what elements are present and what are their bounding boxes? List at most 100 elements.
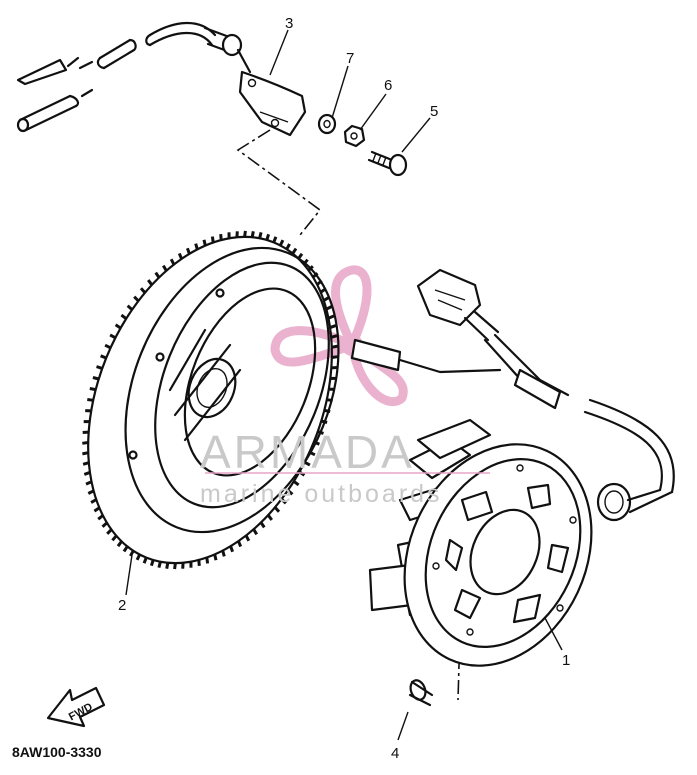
ring-gear-tooth: [109, 333, 117, 340]
ring-gear-tooth: [96, 365, 103, 370]
ring-gear-tooth: [313, 440, 320, 446]
ring-gear-tooth: [139, 287, 147, 294]
ring-gear-tooth: [302, 258, 309, 266]
ring-gear-tooth: [258, 232, 263, 239]
callout-4: 4: [391, 745, 399, 762]
callout-5: 5: [430, 103, 438, 120]
ring-gear-tooth: [303, 460, 311, 467]
ring-gear-tooth: [210, 236, 215, 243]
ring-gear-tooth: [173, 562, 177, 570]
flywheel-2: [82, 230, 340, 570]
watermark-subtitle: marine outboards: [200, 480, 443, 508]
callout-1: 1: [562, 652, 570, 669]
ring-gear-tooth: [147, 279, 154, 286]
ring-gear-tooth: [316, 279, 323, 286]
ring-gear-tooth: [100, 354, 107, 360]
ring-gear-tooth: [292, 480, 300, 487]
ring-gear-tooth: [83, 470, 91, 476]
ring-gear-tooth: [194, 243, 199, 250]
leader-lines: [125, 29, 563, 741]
ring-gear-tooth: [229, 545, 235, 553]
ring-gear-tooth: [286, 489, 294, 496]
ring-gear-tooth: [250, 231, 255, 238]
ring-gear-tooth: [133, 295, 140, 302]
ring-gear-tooth: [307, 265, 314, 272]
ring-gear-tooth: [330, 334, 338, 339]
ring-gear-tooth: [219, 233, 223, 241]
ring-gear-tooth: [97, 514, 104, 521]
ring-gear-tooth: [185, 247, 191, 255]
ring-gear-tooth: [90, 498, 98, 504]
ring-gear-tooth: [85, 480, 93, 486]
ring-gear-tooth: [278, 239, 285, 247]
ring-gear-tooth: [106, 528, 113, 535]
ring-gear-tooth: [291, 247, 298, 255]
ring-gear-tooth: [221, 550, 226, 557]
ring-gear-tooth: [297, 252, 304, 260]
ring-gear-tooth: [154, 271, 161, 279]
callout-6: 6: [384, 77, 392, 94]
callout-7: 7: [346, 50, 354, 67]
ring-gear-tooth: [243, 230, 247, 238]
ring-gear-tooth: [89, 387, 96, 392]
screw-5: [367, 150, 408, 177]
ring-gear-tooth: [308, 450, 316, 457]
ring-gear-tooth: [149, 559, 155, 567]
ring-gear-tooth: [142, 557, 148, 564]
ring-gear-tooth: [162, 264, 168, 272]
screw-4: [408, 679, 434, 707]
ring-gear-tooth: [82, 451, 89, 456]
ring-gear-tooth: [273, 506, 281, 513]
ring-gear-tooth: [126, 304, 134, 311]
ring-gear-tooth: [266, 514, 273, 521]
ring-gear-tooth: [317, 430, 324, 435]
ring-gear-tooth: [122, 545, 129, 553]
ring-gear-tooth: [111, 534, 118, 542]
callout-2: 2: [118, 597, 126, 614]
ring-gear-tooth: [87, 398, 94, 402]
ring-gear-tooth: [82, 441, 89, 445]
ring-gear-tooth: [320, 419, 328, 424]
fwd-arrow-icon: FWD: [46, 686, 106, 728]
ring-gear-tooth: [116, 540, 123, 548]
ring-gear-tooth: [319, 287, 327, 294]
ring-gear-tooth: [92, 376, 100, 381]
ring-gear-tooth: [135, 553, 142, 561]
ring-gear-tooth: [325, 305, 333, 311]
nut-6: [343, 124, 366, 148]
ring-gear-tooth: [327, 314, 335, 320]
ring-gear-tooth: [252, 528, 258, 536]
ring-gear-tooth: [202, 239, 207, 246]
ring-gear-tooth: [104, 343, 112, 350]
ring-gear-tooth: [82, 461, 90, 466]
ring-gear-tooth: [169, 258, 176, 266]
ring-gear-tooth: [205, 557, 210, 564]
washer-7: [317, 113, 337, 135]
ring-gear-tooth: [312, 272, 319, 279]
ring-gear-tooth: [265, 233, 271, 241]
ring-gear-tooth: [331, 344, 338, 349]
ring-gear-tooth: [259, 521, 266, 529]
ring-gear-tooth: [237, 540, 243, 548]
drawing-code: 8AW100-3330: [12, 744, 102, 760]
ring-gear-tooth: [329, 324, 337, 330]
ring-gear-tooth: [331, 355, 338, 359]
ring-gear-tooth: [114, 323, 122, 330]
ring-gear-tooth: [322, 296, 330, 302]
ring-gear-tooth: [326, 398, 333, 402]
ring-gear-tooth: [101, 521, 108, 528]
ring-gear-tooth: [324, 408, 331, 413]
ring-gear-tooth: [285, 243, 291, 250]
ring-gear-tooth: [120, 313, 128, 320]
watermark-title: ARMADA: [200, 426, 415, 478]
ring-gear-tooth: [177, 252, 183, 260]
ring-gear-tooth: [280, 498, 287, 505]
ring-gear-tooth: [93, 506, 101, 513]
ring-gear-tooth: [157, 561, 162, 568]
callout-3: 3: [285, 15, 293, 32]
ring-gear-tooth: [165, 562, 170, 569]
stator-1: [350, 268, 675, 667]
ring-gear-tooth: [272, 236, 278, 243]
ring-gear-tooth: [244, 534, 251, 542]
